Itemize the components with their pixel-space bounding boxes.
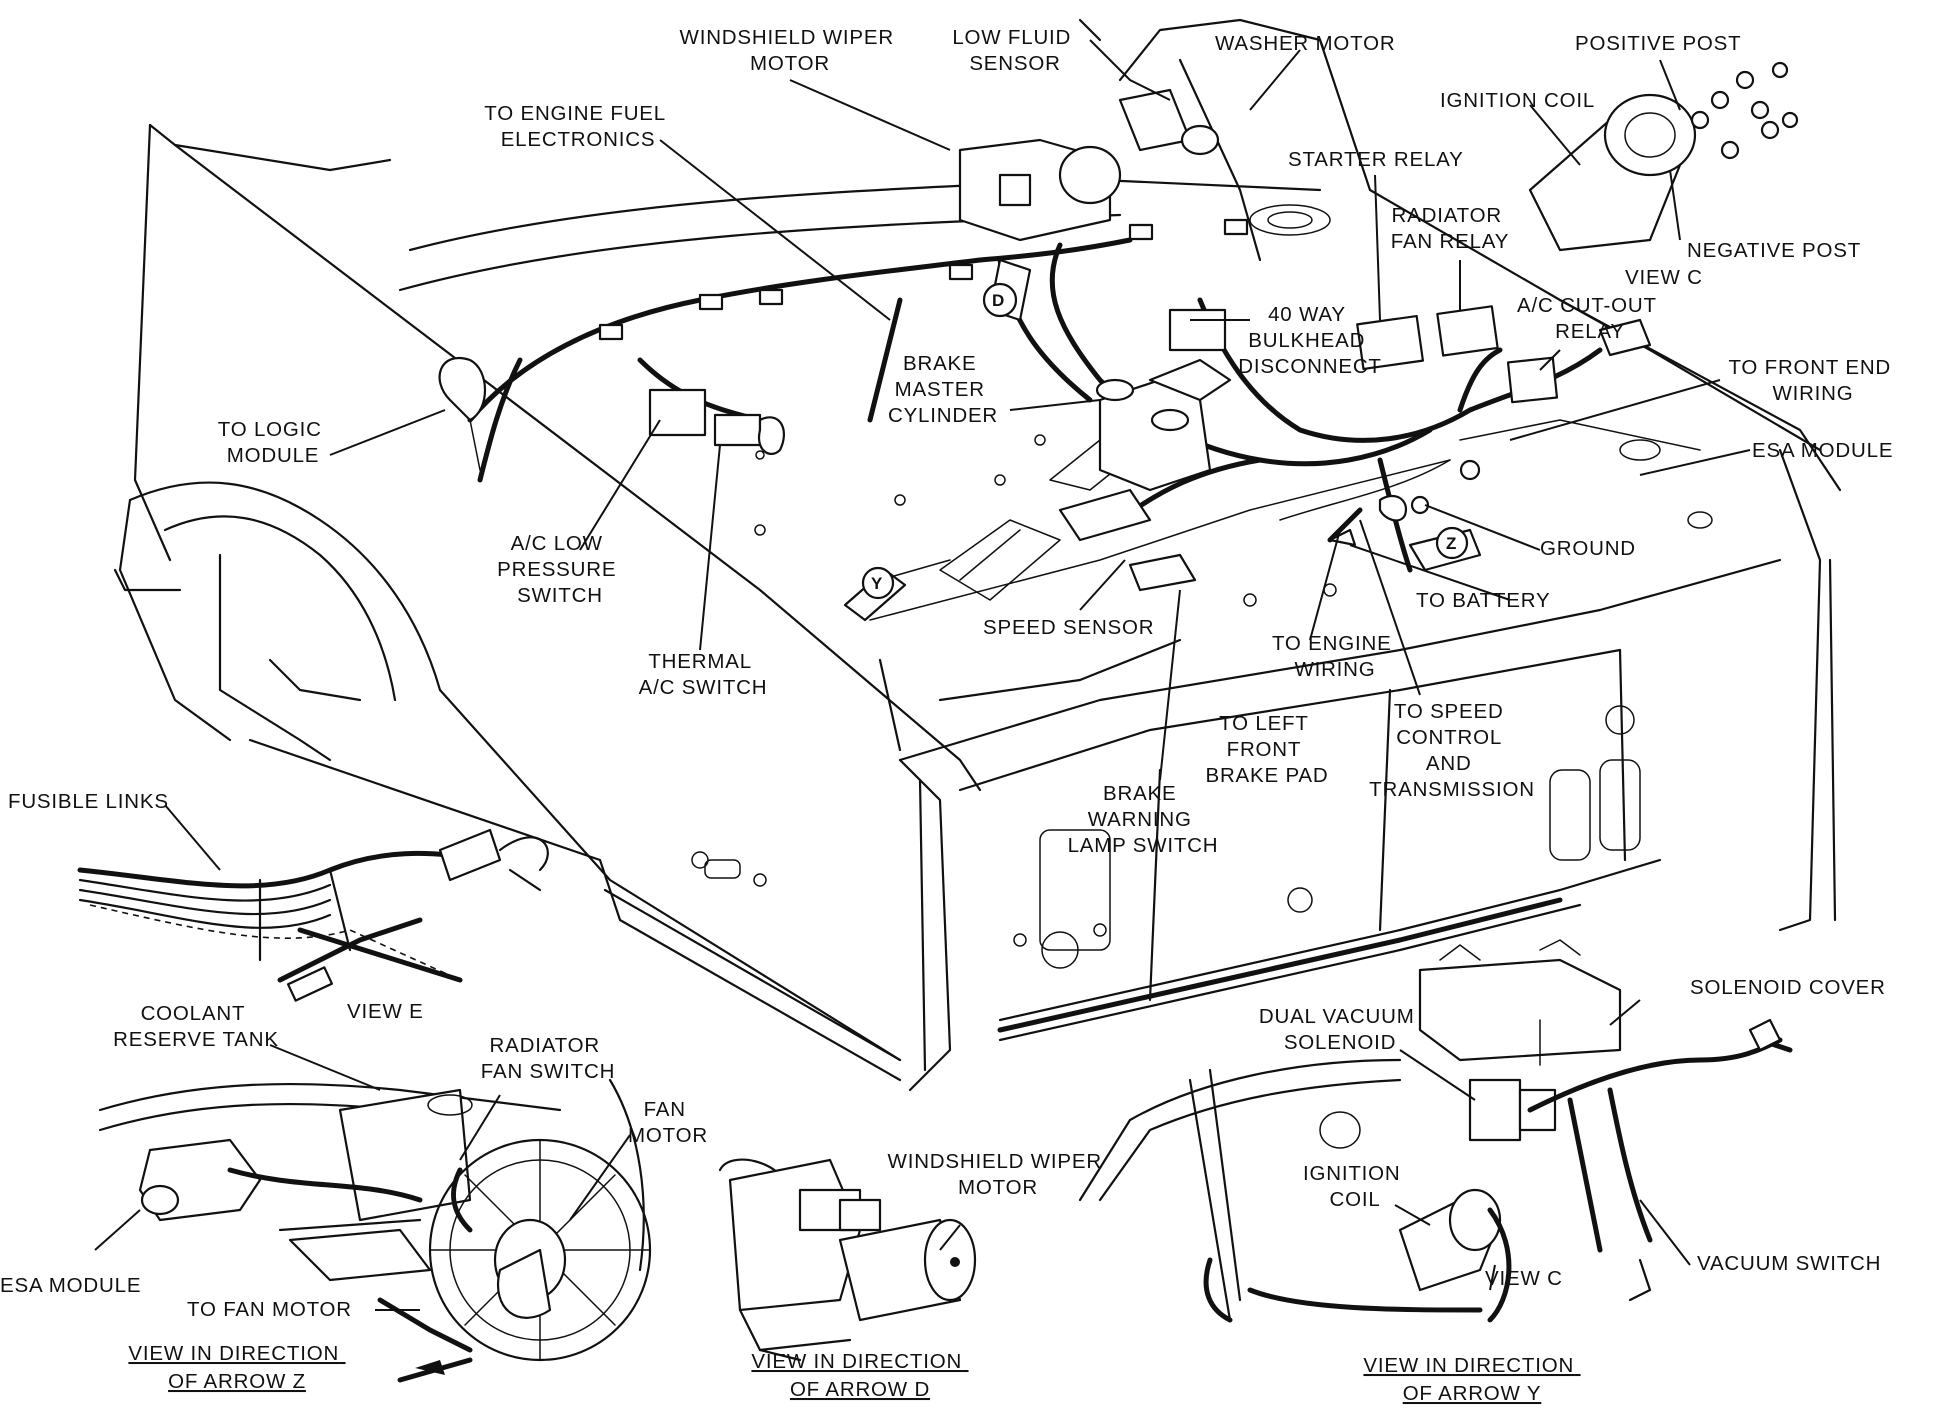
label-windshield-wiper-motor: WINDSHIELD WIPER MOTOR bbox=[680, 26, 901, 75]
main-engine-compartment-drawing bbox=[113, 18, 1842, 1092]
label-to-left-front-brake-pad: TO LEFT FRONT BRAKE PAD bbox=[1205, 712, 1328, 787]
svg-text:D: D bbox=[992, 291, 1004, 310]
label-to-fan-motor: TO FAN MOTOR bbox=[187, 1298, 352, 1321]
label-washer-motor: WASHER MOTOR bbox=[1215, 32, 1395, 55]
inset-fusible-links bbox=[77, 828, 549, 1002]
caption-view-arrow-d: VIEW IN DIRECTION OF ARROW D bbox=[751, 1350, 968, 1401]
label-positive-post: POSITIVE POST bbox=[1575, 32, 1741, 55]
label-windshield-wiper-motor-inset: WINDSHIELD WIPER MOTOR bbox=[888, 1150, 1109, 1199]
label-radiator-fan-switch: RADIATOR FAN SWITCH bbox=[481, 1034, 615, 1083]
direction-arrow-z: Z bbox=[1408, 526, 1482, 572]
leader-lines bbox=[94, 39, 1751, 1311]
label-40-way-bulkhead-disconnect: 40 WAY BULKHEAD DISCONNECT bbox=[1238, 303, 1382, 378]
label-radiator-fan-relay: RADIATOR FAN RELAY bbox=[1391, 204, 1509, 253]
ignition-coil-drawing bbox=[1528, 61, 1799, 252]
label-fan-motor: FAN MOTOR bbox=[628, 1098, 708, 1147]
inset-view-arrow-d bbox=[718, 1158, 977, 1362]
label-esa-module-top: ESA MODULE bbox=[1752, 439, 1893, 462]
label-to-front-end-wiring: TO FRONT END WIRING bbox=[1728, 356, 1897, 405]
label-esa-module-inset: ESA MODULE bbox=[0, 1274, 141, 1297]
label-starter-relay: STARTER RELAY bbox=[1288, 148, 1464, 171]
direction-arrow-d: D bbox=[982, 258, 1032, 322]
label-view-c-inset: VIEW C bbox=[1485, 1267, 1563, 1290]
label-view-e: VIEW E bbox=[347, 1000, 424, 1023]
label-coolant-reserve-tank: COOLANT RESERVE TANK bbox=[113, 1002, 279, 1051]
label-ignition-coil-inset: IGNITION COIL bbox=[1303, 1162, 1407, 1211]
inset-view-arrow-y bbox=[1078, 939, 1793, 1323]
direction-arrow-y: Y bbox=[843, 566, 907, 622]
label-thermal-ac-switch: THERMAL A/C SWITCH bbox=[639, 650, 768, 699]
label-to-speed-control-and-transmission: TO SPEED CONTROL AND TRANSMISSION bbox=[1369, 700, 1535, 801]
label-ignition-coil: IGNITION COIL bbox=[1440, 89, 1595, 112]
label-dual-vacuum-solenoid: DUAL VACUUM SOLENOID bbox=[1259, 1005, 1421, 1054]
label-negative-post: NEGATIVE POST bbox=[1687, 239, 1861, 262]
label-ac-cutout-relay: A/C CUT-OUT RELAY bbox=[1517, 294, 1663, 343]
labels: WINDSHIELD WIPER MOTOR LOW FLUID SENSOR … bbox=[0, 26, 1897, 1405]
label-speed-sensor: SPEED SENSOR bbox=[983, 616, 1154, 639]
wiring-harness bbox=[467, 218, 1603, 573]
caption-view-arrow-y: VIEW IN DIRECTION OF ARROW Y bbox=[1363, 1354, 1580, 1405]
label-to-engine-wiring: TO ENGINE WIRING bbox=[1272, 632, 1398, 681]
label-fusible-links: FUSIBLE LINKS bbox=[8, 790, 169, 813]
label-to-battery: TO BATTERY bbox=[1416, 589, 1550, 612]
label-ground: GROUND bbox=[1540, 537, 1636, 560]
label-to-logic-module: TO LOGIC MODULE bbox=[218, 418, 329, 467]
label-view-c-top: VIEW C bbox=[1625, 266, 1703, 289]
label-vacuum-switch: VACUUM SWITCH bbox=[1697, 1252, 1881, 1275]
label-solenoid-cover: SOLENOID COVER bbox=[1690, 976, 1886, 999]
label-ac-low-pressure-switch: A/C LOW PRESSURE SWITCH bbox=[497, 532, 623, 607]
caption-view-arrow-z: VIEW IN DIRECTION OF ARROW Z bbox=[128, 1342, 345, 1393]
label-low-fluid-sensor: LOW FLUID SENSOR bbox=[952, 26, 1077, 75]
brake-master-cylinder-drawing bbox=[1095, 358, 1232, 492]
svg-text:Y: Y bbox=[871, 574, 883, 593]
svg-text:Z: Z bbox=[1446, 534, 1456, 553]
main-components bbox=[438, 61, 1799, 1033]
label-brake-warning-lamp-switch: BRAKE WARNING LAMP SWITCH bbox=[1068, 782, 1219, 857]
label-to-engine-fuel-electronics: TO ENGINE FUEL ELECTRONICS bbox=[484, 102, 671, 151]
label-brake-master-cylinder: BRAKE MASTER CYLINDER bbox=[888, 352, 998, 427]
inset-view-arrow-z bbox=[98, 1078, 652, 1383]
